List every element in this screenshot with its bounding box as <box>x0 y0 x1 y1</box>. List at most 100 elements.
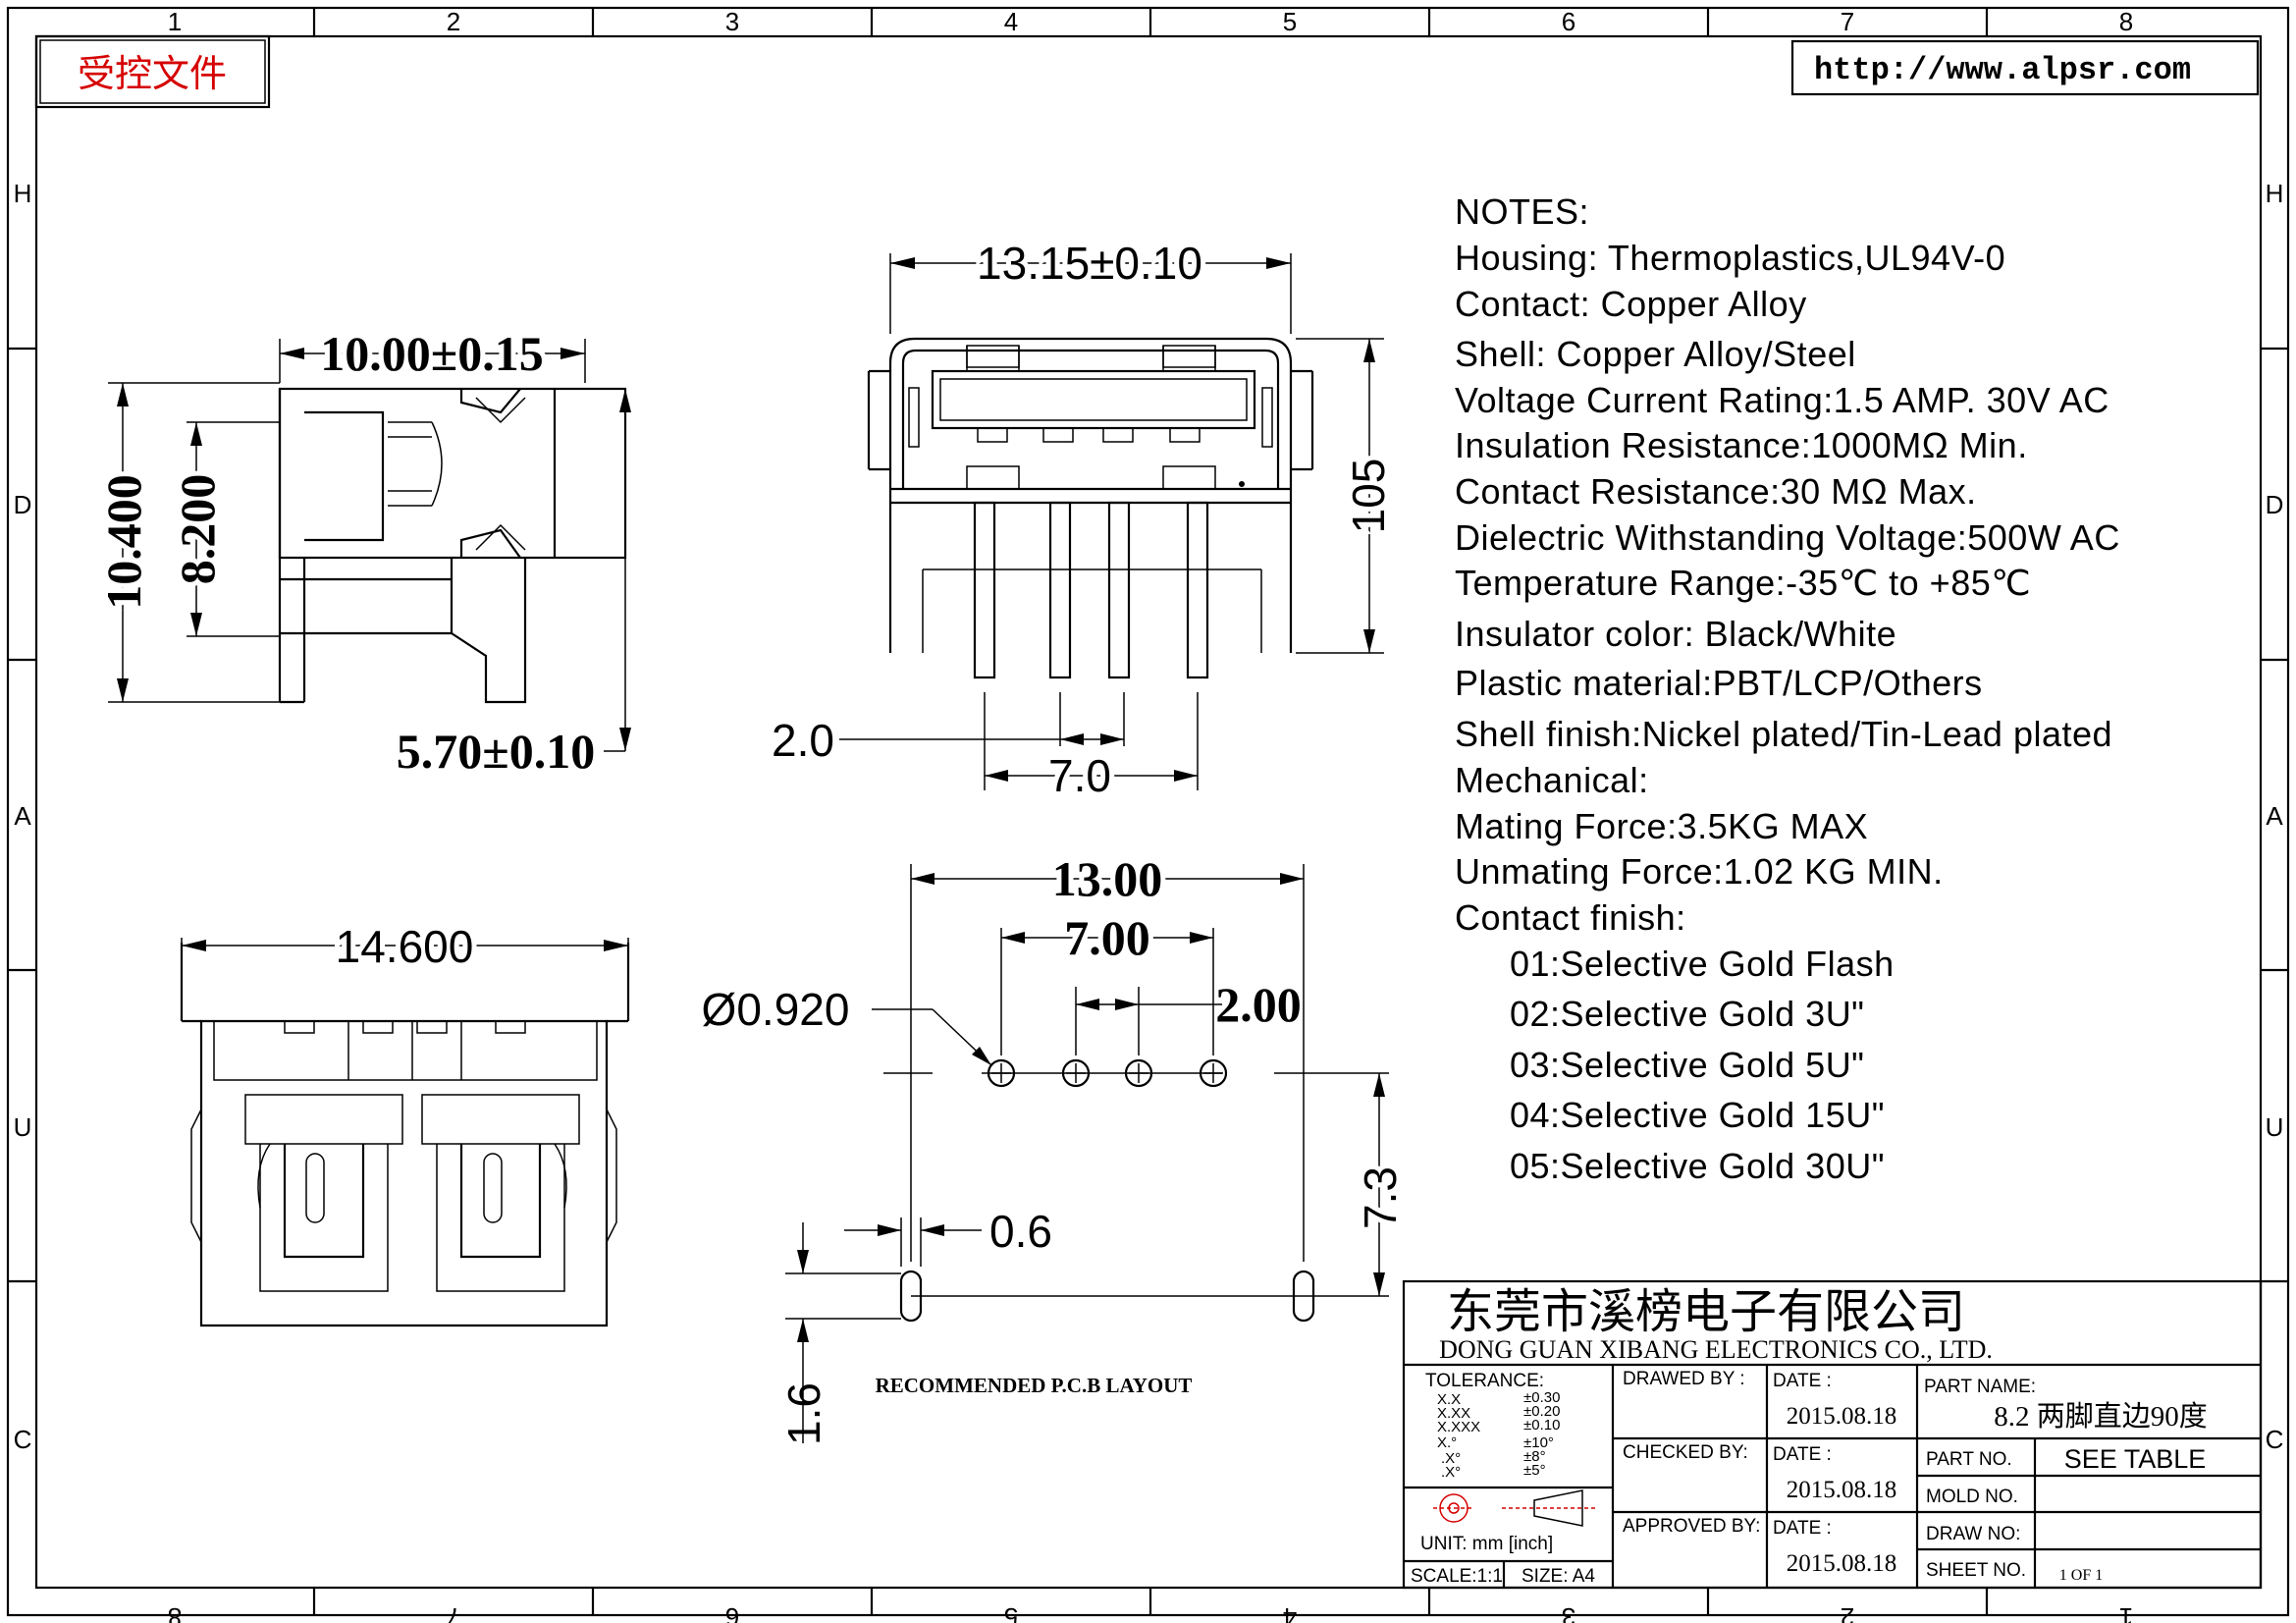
grid-labels: 1 2 3 4 5 6 7 8 8 7 6 5 4 3 2 1 H D A U … <box>14 7 2284 1623</box>
dimension-label: 7.00 <box>1064 910 1150 965</box>
website-url: http://www.alpsr.com <box>1814 52 2191 88</box>
tolerance-key: X.° <box>1437 1434 1457 1451</box>
company-name-cn: 东莞市溪榜电子有限公司 <box>1447 1286 1965 1338</box>
date-label: DATE : <box>1773 1444 1832 1465</box>
date-value: 2015.08.18 <box>1787 1403 1897 1430</box>
date-value: 2015.08.18 <box>1787 1477 1897 1503</box>
dimension-label: 13.15±0.10 <box>977 238 1202 289</box>
note-line: Insulation Resistance:1000MΩ Min. <box>1455 425 2028 465</box>
pcb-layout-label: RECOMMENDED P.C.B LAYOUT <box>876 1374 1193 1397</box>
grid-col-label: 7 <box>1841 7 1854 36</box>
grid-row-label: A <box>2266 801 2283 831</box>
grid-col-label: 6 <box>1562 7 1575 36</box>
part-name-value: 8.2 两脚直边90度 <box>1994 1400 2208 1433</box>
dimension-label: 105 <box>1343 459 1394 534</box>
tolerance-label: TOLERANCE: <box>1425 1371 1544 1391</box>
front-view: 13.15±0.10 105 2.0 7.0 <box>772 233 1399 806</box>
bottom-view: 14.600 <box>180 916 630 1327</box>
unit-label: UNIT: mm [inch] <box>1420 1534 1553 1554</box>
note-line: Housing: Thermoplastics,UL94V-0 <box>1455 238 2005 278</box>
finish-option: 02:Selective Gold 3U" <box>1510 994 1864 1034</box>
dimension-label: Ø0.920 <box>702 984 850 1035</box>
grid-row-label: H <box>14 179 32 208</box>
dimension-label: 10.400 <box>96 474 151 610</box>
projection-symbol <box>1433 1489 1595 1527</box>
tolerance-key: X.X <box>1437 1391 1461 1408</box>
note-line: Voltage Current Rating:1.5 AMP. 30V AC <box>1455 380 2109 420</box>
finish-option: 03:Selective Gold 5U" <box>1510 1045 1864 1085</box>
finish-option: 05:Selective Gold 30U" <box>1510 1146 1885 1186</box>
checked-by-label: CHECKED BY: <box>1623 1442 1748 1463</box>
company-name-en: DONG GUAN XIBANG ELECTRONICS CO., LTD. <box>1439 1335 1993 1364</box>
note-line: Shell finish:Nickel plated/Tin-Lead plat… <box>1455 714 2112 754</box>
note-line: Contact finish: <box>1455 897 1686 938</box>
tolerance-key: X.XXX <box>1437 1419 1480 1435</box>
dimension-label: 1.6 <box>778 1382 829 1445</box>
dimension-label: 2.00 <box>1215 977 1302 1032</box>
notes-block: NOTES: Housing: Thermoplastics,UL94V-0 C… <box>1455 191 2120 1186</box>
grid-col-label-bottom: 7 <box>447 1602 460 1623</box>
dimension-label: 10.00±0.15 <box>320 326 543 381</box>
grid-col-label: 5 <box>1283 7 1297 36</box>
tolerance-value: ±8° <box>1523 1448 1546 1465</box>
grid-row-label: H <box>2266 179 2284 208</box>
note-line: Dielectric Withstanding Voltage:500W AC <box>1455 517 2120 558</box>
dimension-label: 0.6 <box>989 1206 1052 1257</box>
part-name-label: PART NAME: <box>1924 1377 2036 1397</box>
grid-col-label-bottom: 8 <box>168 1602 182 1623</box>
tolerance-value: ±0.20 <box>1523 1403 1560 1420</box>
scale-label: SCALE:1:1 <box>1411 1566 1503 1587</box>
sheet-no-value: 1 OF 1 <box>2059 1567 2103 1584</box>
notes-heading: NOTES: <box>1455 191 1589 232</box>
grid-col-label: 2 <box>447 7 460 36</box>
grid-row-label: C <box>2266 1425 2284 1454</box>
grid-col-label-bottom: 3 <box>1562 1602 1575 1623</box>
grid-col-label-bottom: 5 <box>1004 1602 1018 1623</box>
part-no-value: SEE TABLE <box>2064 1444 2207 1474</box>
tolerance-value: ±5° <box>1523 1462 1546 1479</box>
grid-col-label-bottom: 1 <box>2119 1602 2133 1623</box>
finish-option: 04:Selective Gold 15U" <box>1510 1095 1885 1135</box>
grid-row-label: C <box>14 1425 32 1454</box>
mold-no-label: MOLD NO. <box>1926 1487 2018 1507</box>
grid-row-label: U <box>14 1112 32 1142</box>
date-label: DATE : <box>1773 1518 1832 1539</box>
draw-no-label: DRAW NO: <box>1926 1524 2020 1544</box>
grid-col-label: 3 <box>725 7 739 36</box>
finish-option: 01:Selective Gold Flash <box>1510 944 1895 984</box>
grid-col-label: 4 <box>1004 7 1018 36</box>
tolerance-value: ±0.30 <box>1523 1389 1560 1406</box>
tolerance-key: .X° <box>1441 1450 1461 1467</box>
dimension-label: 7.3 <box>1355 1166 1406 1229</box>
grid-row-label: D <box>14 490 32 519</box>
pcb-layout: 13.00 7.00 2.00 Ø0.920 0.6 7.3 <box>702 846 1411 1445</box>
title-block: 东莞市溪榜电子有限公司 DONG GUAN XIBANG ELECTRONICS… <box>1402 1279 2263 1590</box>
approved-by-label: APPROVED BY: <box>1623 1516 1760 1537</box>
dimension-label: 2.0 <box>772 715 834 766</box>
note-line: Shell: Copper Alloy/Steel <box>1455 334 1856 374</box>
date-label: DATE : <box>1773 1371 1832 1391</box>
grid-col-label-bottom: 4 <box>1283 1602 1297 1623</box>
tolerance-value: ±10° <box>1523 1434 1554 1451</box>
tolerance-key: X.XX <box>1437 1405 1470 1422</box>
sheet-no-label: SHEET NO. <box>1926 1560 2026 1581</box>
part-no-label: PART NO. <box>1926 1449 2012 1470</box>
drawn-by-label: DRAWED BY : <box>1623 1369 1745 1389</box>
note-line: Contact: Copper Alloy <box>1455 284 1807 324</box>
note-line: Plastic material:PBT/LCP/Others <box>1455 663 1983 703</box>
sheet-border <box>6 6 2290 1617</box>
note-line: Mechanical: <box>1455 760 1649 800</box>
dimension-label: 8.200 <box>170 474 225 585</box>
dimension-label: 13.00 <box>1052 851 1163 906</box>
grid-col-label: 1 <box>168 7 182 36</box>
website-box: http://www.alpsr.com <box>1790 39 2260 96</box>
side-view: 10.00±0.15 10.400 8.200 5.70±0.10 <box>91 321 631 779</box>
grid-row-label: U <box>2266 1112 2284 1142</box>
dimension-label: 7.0 <box>1048 750 1111 801</box>
date-value: 2015.08.18 <box>1787 1550 1897 1577</box>
note-line: Insulator color: Black/White <box>1455 614 1896 654</box>
dimension-label: 5.70±0.10 <box>397 724 595 779</box>
note-line: Contact Resistance:30 MΩ Max. <box>1455 471 1977 512</box>
note-line: Temperature Range:-35℃ to +85℃ <box>1455 563 2031 603</box>
